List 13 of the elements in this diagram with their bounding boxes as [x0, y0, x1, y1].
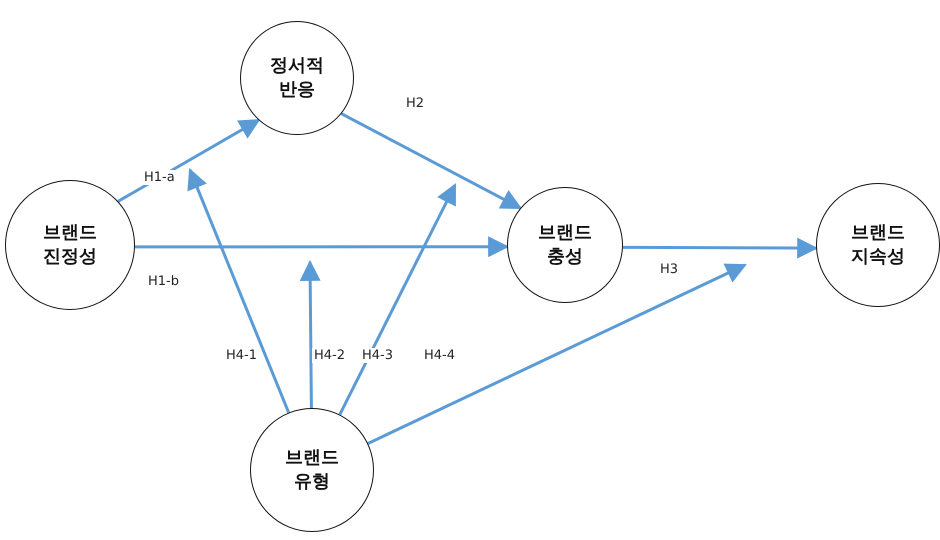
node-label: 브랜드 진정성: [42, 220, 98, 269]
node-label: 정서적 반응: [269, 54, 325, 102]
node-label: 브랜드 지속성: [850, 220, 906, 269]
arrow: [340, 112, 522, 210]
arrow: [300, 260, 321, 408]
arrow: [134, 236, 510, 258]
arrow: [338, 183, 456, 416]
node-label: 브랜드 유형: [284, 446, 340, 494]
edge-label: H1-a: [142, 170, 177, 185]
arrow: [367, 264, 747, 445]
arrow: [622, 238, 818, 259]
arrow: [187, 168, 290, 414]
node-label: 브랜드 충성: [537, 220, 593, 269]
